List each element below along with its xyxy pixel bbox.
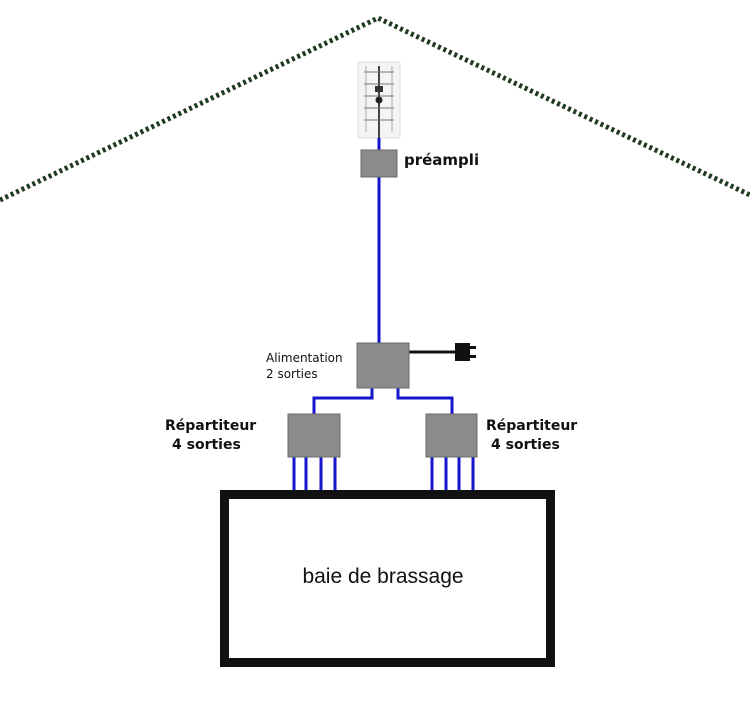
- patch-panel: [220, 490, 555, 667]
- splitter-right-label-line1: Répartiteur: [486, 418, 577, 434]
- power-supply-label-line1: Alimentation: [266, 351, 343, 365]
- preamp-label: préampli: [404, 151, 479, 169]
- cable-right-outputs: [430, 456, 475, 492]
- power-supply-box: [356, 342, 410, 389]
- splitter-right-label-line2: 4 sorties: [491, 437, 560, 453]
- patch-panel-label: baie de brassage: [302, 565, 463, 588]
- roof-outline: [0, 15, 750, 203]
- power-plug-icon: [409, 343, 476, 361]
- splitter-right-box: [425, 413, 478, 458]
- cable-left-outputs: [292, 456, 337, 492]
- splitter-left-label-line1: Répartiteur: [165, 418, 256, 434]
- splitter-left-box: [287, 413, 341, 458]
- cable-power-left-splitter: [312, 388, 374, 414]
- preamp-box: [360, 149, 398, 178]
- power-supply-label-line2: 2 sorties: [266, 367, 318, 381]
- antenna-icon: [357, 61, 401, 139]
- splitter-left-label-line2: 4 sorties: [172, 437, 241, 453]
- cable-power-right-splitter: [396, 388, 454, 414]
